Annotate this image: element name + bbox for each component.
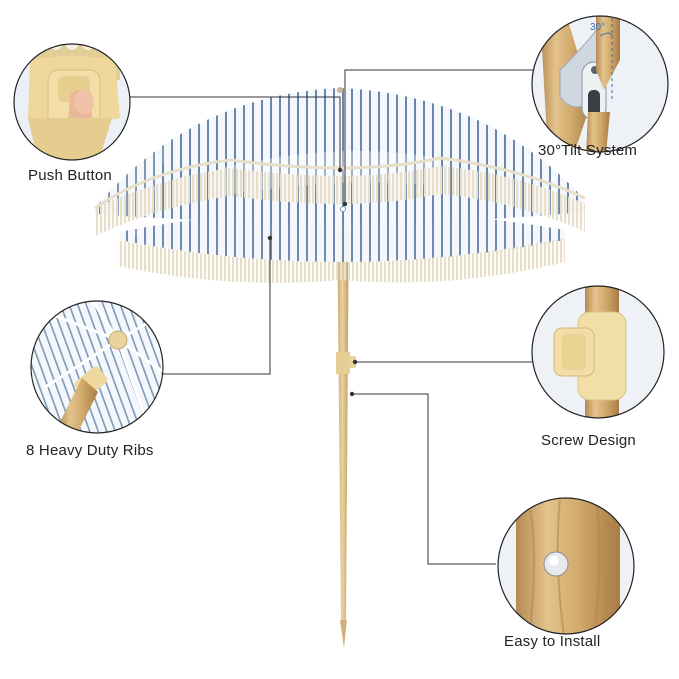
leader-dots: [267, 167, 358, 397]
tilt-system-label: 30°Tilt System: [538, 142, 638, 159]
install-closeup: [497, 497, 635, 635]
ribs-label: 8 Heavy Duty Ribs: [26, 442, 154, 459]
ribs-closeup: [30, 300, 164, 434]
push-button-label: Push Button: [28, 167, 112, 184]
tilt-angle-label: 30°: [590, 22, 606, 33]
screw-design-label: Screw Design: [541, 432, 636, 449]
umbrella-pole: [336, 205, 356, 648]
leader-lines: [128, 69, 536, 565]
easy-install-label: Easy to Install: [504, 633, 601, 650]
push-button-closeup: [13, 43, 131, 161]
screw-closeup: [531, 285, 665, 419]
tilt-system-closeup: [531, 15, 669, 153]
